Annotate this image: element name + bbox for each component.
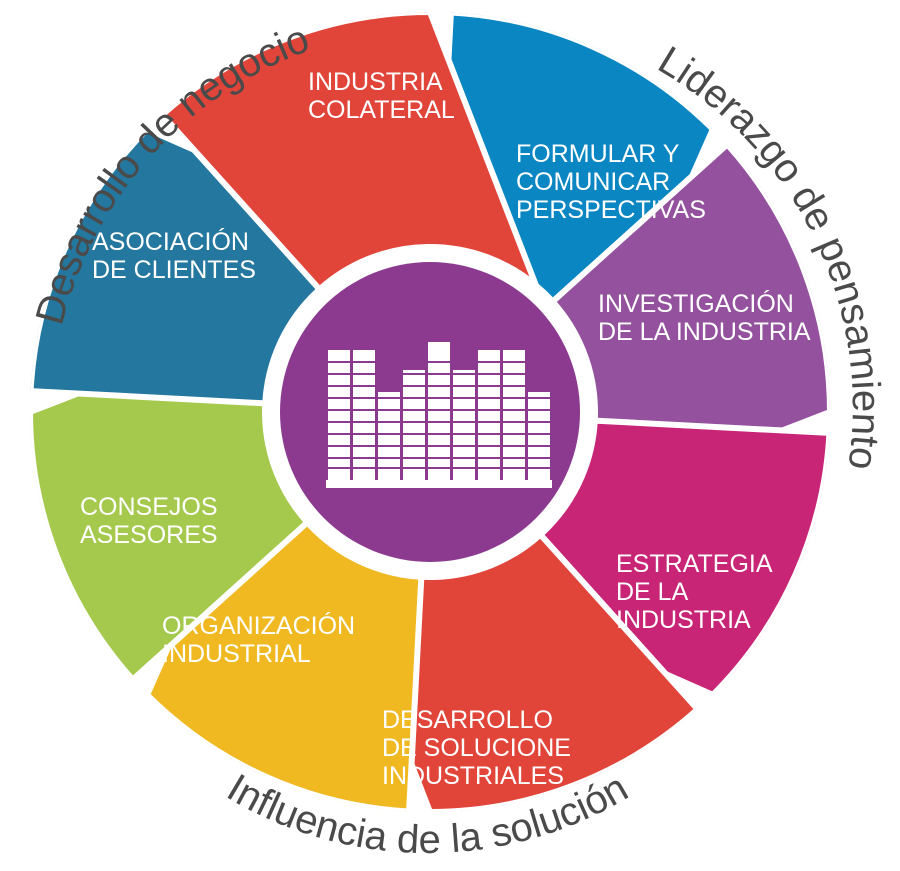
segment-label-line: COMUNICAR: [516, 168, 670, 196]
segment-label-line: DE LA: [616, 578, 689, 606]
segment-label-line: FORMULAR Y: [516, 140, 680, 168]
segments-layer: [30, 12, 830, 812]
segment-label-line: ORGANIZACIÓN: [162, 611, 355, 640]
segment-label-line: PERSPECTIVAS: [516, 196, 706, 224]
segment-label-line: DE LA INDUSTRIA: [598, 318, 811, 346]
segment-label-line: INVESTIGACIÓN: [598, 289, 794, 318]
segment-label-line: INDUSTRIA: [616, 606, 751, 634]
segment-label-line: DESARROLLO: [382, 706, 553, 734]
segment-label-line: DE SOLUCIONE: [382, 734, 571, 762]
segment-label-line: DE CLIENTES: [92, 256, 256, 284]
segment-label-line: ASOCIACIÓN: [92, 227, 249, 256]
segment-label-line: ESTRATEGIA: [616, 550, 773, 578]
segment-label-line: CONSEJOS: [80, 493, 218, 521]
industry-bar-chart-icon: [326, 342, 552, 488]
segment-label-line: INDUSTRIALES: [382, 762, 564, 790]
segment-label-line: INDUSTRIAL: [162, 640, 311, 668]
segment-label-line: COLATERAL: [308, 96, 455, 124]
segment-label-line: INDUSTRIA: [308, 68, 443, 96]
segment-label-line: ASESORES: [80, 521, 218, 549]
segment-asociacion: [158, 12, 539, 294]
